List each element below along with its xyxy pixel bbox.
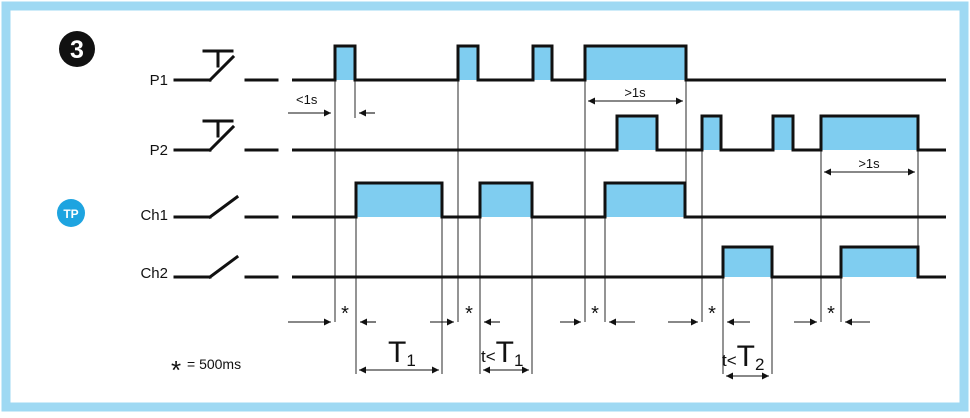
mode-badge-text: TP (63, 207, 78, 221)
t1-label: T1 (388, 336, 416, 370)
p1-long-press-dimension: >1s (588, 85, 683, 105)
delay-marks: * * * * * (341, 303, 835, 325)
contact-ch2-icon (173, 254, 279, 280)
p1-long-press-label: >1s (624, 85, 646, 100)
step-number: 3 (70, 36, 84, 64)
p1-short-press-dimension: <1s (288, 92, 375, 117)
t-less-t2-dimension: t<T2 (722, 340, 769, 380)
waveforms (292, 44, 946, 279)
t1-dimension: T1 (359, 336, 439, 374)
p2-long-press-dimension: >1s (824, 156, 915, 176)
delay-mark-1: * (341, 303, 349, 325)
step-number-badge: 3 (59, 31, 95, 67)
signal-label-ch2: Ch2 (140, 265, 168, 282)
t-less-t2-label: t<T2 (722, 340, 764, 374)
pushbutton-p2-icon (173, 119, 279, 153)
signal-label-ch1: Ch1 (140, 207, 168, 224)
p1-short-press-label: <1s (296, 92, 318, 107)
contact-ch1-icon (173, 194, 279, 220)
signal-label-p2: P2 (150, 142, 168, 159)
delay-mark-2: * (465, 303, 473, 325)
signal-label-p1: P1 (150, 72, 168, 89)
delay-mark-3: * (591, 303, 599, 325)
pulse-fills (335, 46, 918, 277)
p2-long-press-label: >1s (858, 156, 880, 171)
waveform-p2 (292, 114, 946, 152)
legend-star: * (171, 355, 181, 385)
t-less-t1-dimension: t<T1 (481, 336, 529, 374)
t-less-t1-label: t<T1 (481, 336, 523, 370)
pushbutton-p1-icon (173, 49, 279, 83)
tp-mode-badge: TP (57, 199, 85, 227)
waveform-ch1 (292, 181, 946, 219)
reference-lines (334, 80, 919, 374)
waveform-ch2 (292, 245, 946, 279)
waveform-p1 (292, 44, 946, 82)
delay-mark-4: * (708, 303, 716, 325)
legend: * = 500ms (171, 355, 241, 385)
delay-mark-5: * (827, 303, 835, 325)
legend-text: = 500ms (187, 356, 241, 372)
